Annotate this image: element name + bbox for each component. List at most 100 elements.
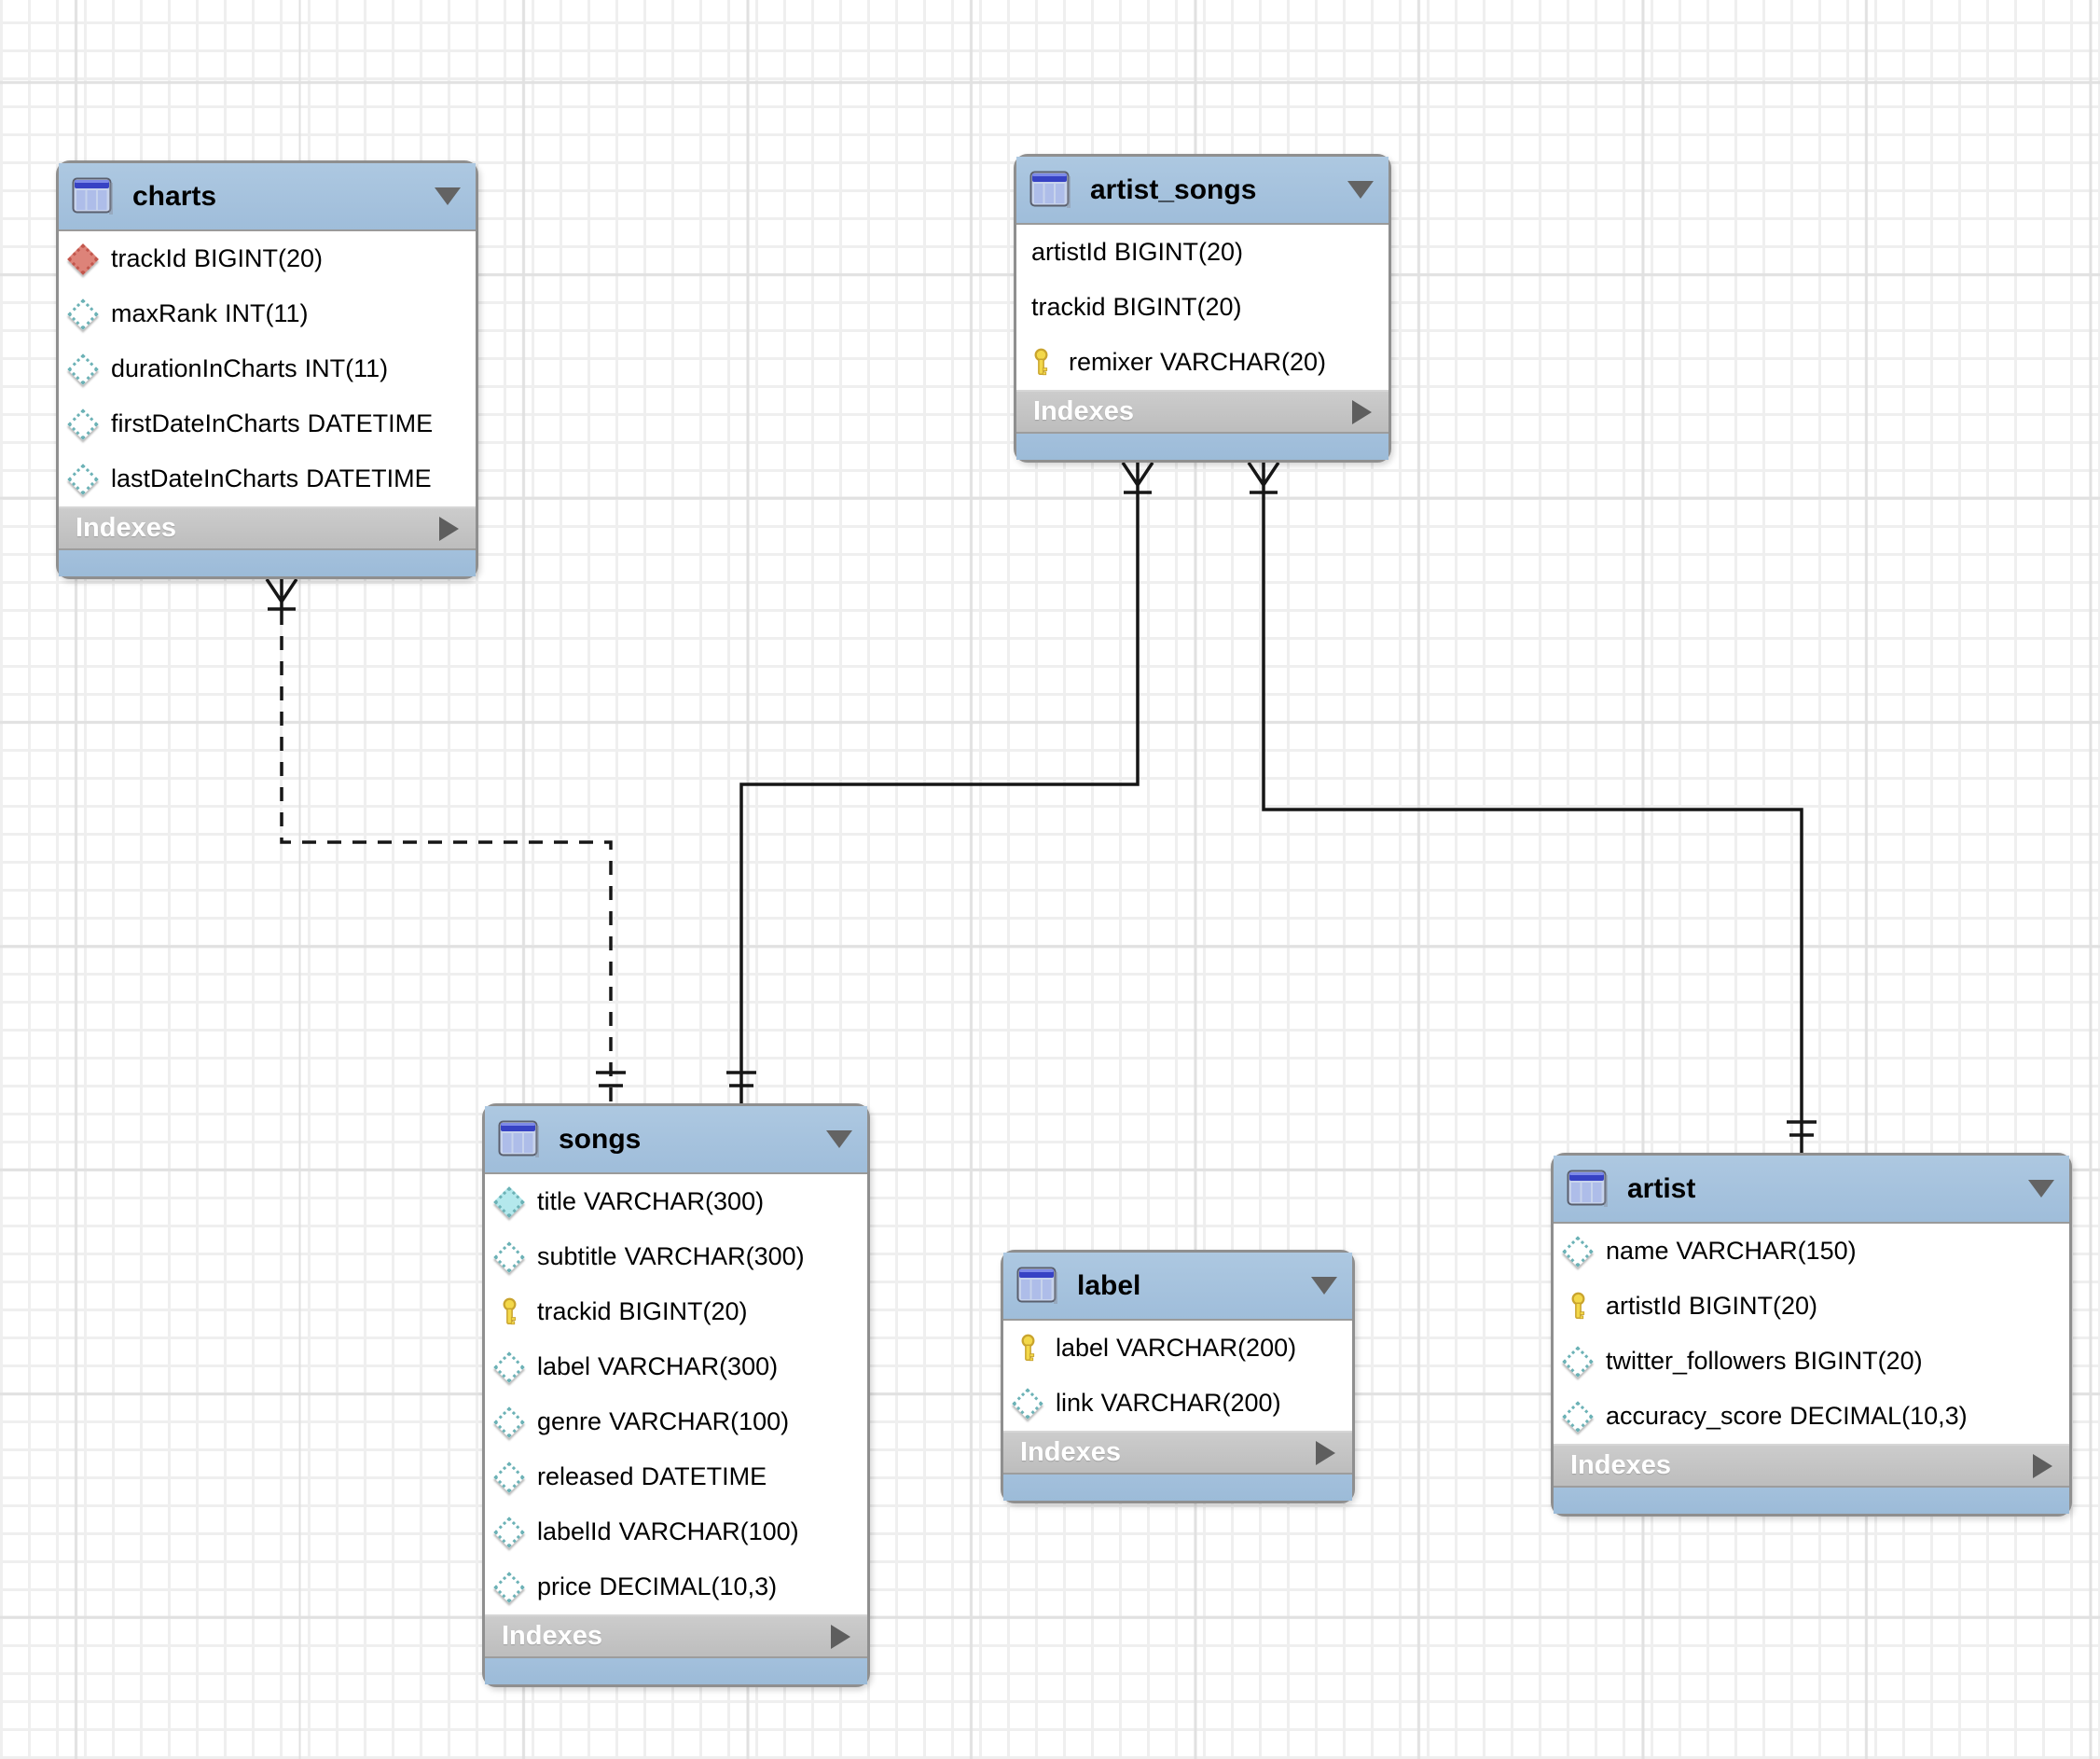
table-icon: [72, 177, 114, 215]
indexes-bar-artist[interactable]: Indexes: [1554, 1444, 2069, 1488]
column-name: trackId: [111, 244, 187, 272]
table-title: artist: [1627, 1172, 1696, 1204]
indexes-bar-songs[interactable]: Indexes: [485, 1614, 867, 1658]
table-footer: [1003, 1475, 1352, 1501]
diamond-glyph: [1562, 1345, 1594, 1378]
table-header-songs[interactable]: songs: [485, 1106, 867, 1174]
expand-arrow-icon[interactable]: [1316, 1440, 1335, 1465]
diamond-glyph: [67, 353, 99, 385]
expand-arrow-icon[interactable]: [831, 1624, 850, 1649]
table-footer: [59, 550, 476, 576]
nullable-diamond-icon: [67, 463, 99, 495]
table-header-artist[interactable]: artist: [1554, 1156, 2069, 1224]
diamond-glyph: [493, 1406, 525, 1438]
table-footer: [485, 1658, 867, 1684]
relationship-wire[interactable]: [739, 494, 1140, 1103]
column-type: DATETIME: [307, 409, 434, 437]
column-name: label: [537, 1352, 591, 1380]
column-type: VARCHAR(100): [609, 1407, 790, 1435]
column-name: labelId: [537, 1517, 612, 1545]
column-name: remixer: [1069, 348, 1154, 376]
diamond-glyph: [493, 1240, 525, 1273]
nullable-diamond-icon: [1012, 1387, 1043, 1420]
column-name: price: [537, 1572, 592, 1600]
diamond-glyph: [493, 1571, 525, 1603]
column-name: artistId: [1031, 238, 1108, 266]
nullable-diamond-icon: [493, 1240, 525, 1273]
expand-arrow-icon[interactable]: [439, 516, 459, 541]
nullable-diamond-icon: [1562, 1235, 1594, 1267]
nullable-diamond-icon: [493, 1461, 525, 1493]
column-name: name: [1606, 1237, 1669, 1265]
indexes-bar-artist_songs[interactable]: Indexes: [1016, 390, 1388, 434]
column-name: maxRank: [111, 299, 218, 327]
collapse-arrow-icon[interactable]: [435, 187, 461, 205]
nullable-diamond-icon: [1562, 1400, 1594, 1433]
expand-arrow-icon[interactable]: [2033, 1453, 2052, 1478]
column-type: VARCHAR(200): [1100, 1389, 1281, 1417]
indexes-bar-charts[interactable]: Indexes: [59, 506, 476, 550]
indexes-bar-label[interactable]: Indexes: [1003, 1431, 1352, 1475]
column-name: trackid: [537, 1297, 612, 1325]
diamond-glyph: [493, 1350, 525, 1383]
relationship-artist_songs-songs[interactable]: [726, 462, 1154, 1103]
table-header-artist_songs[interactable]: artist_songs: [1016, 157, 1388, 225]
cardinality-markers: [265, 578, 626, 1087]
column-name: released: [537, 1462, 634, 1490]
expand-arrow-icon[interactable]: [1352, 399, 1372, 424]
collapse-arrow-icon[interactable]: [2028, 1180, 2054, 1198]
column-type: INT(11): [225, 299, 309, 327]
relationship-wire[interactable]: [280, 611, 613, 1103]
relationship-artist_songs-artist[interactable]: [1247, 462, 1817, 1153]
column-name: label: [1056, 1334, 1110, 1362]
column-type: DATETIME: [306, 464, 432, 492]
relationship-charts-songs[interactable]: [265, 578, 626, 1103]
table-header-charts[interactable]: charts: [59, 163, 476, 231]
relationship-wire[interactable]: [1262, 494, 1803, 1153]
column-name: subtitle: [537, 1242, 617, 1270]
indexes-label: Indexes: [76, 513, 176, 543]
collapse-arrow-icon[interactable]: [1311, 1277, 1337, 1295]
nullable-diamond-icon: [67, 408, 99, 440]
primary-key-icon: [1013, 1334, 1043, 1364]
collapse-arrow-icon[interactable]: [826, 1130, 852, 1148]
collapse-arrow-icon[interactable]: [1347, 181, 1374, 199]
column-name: trackid: [1031, 293, 1106, 321]
primary-key-icon: [1026, 348, 1056, 378]
indexes-label: Indexes: [1020, 1437, 1121, 1467]
column-type: DATETIME: [641, 1462, 767, 1490]
primary-key-icon: [494, 1297, 524, 1327]
table-header-label[interactable]: label: [1003, 1253, 1352, 1321]
